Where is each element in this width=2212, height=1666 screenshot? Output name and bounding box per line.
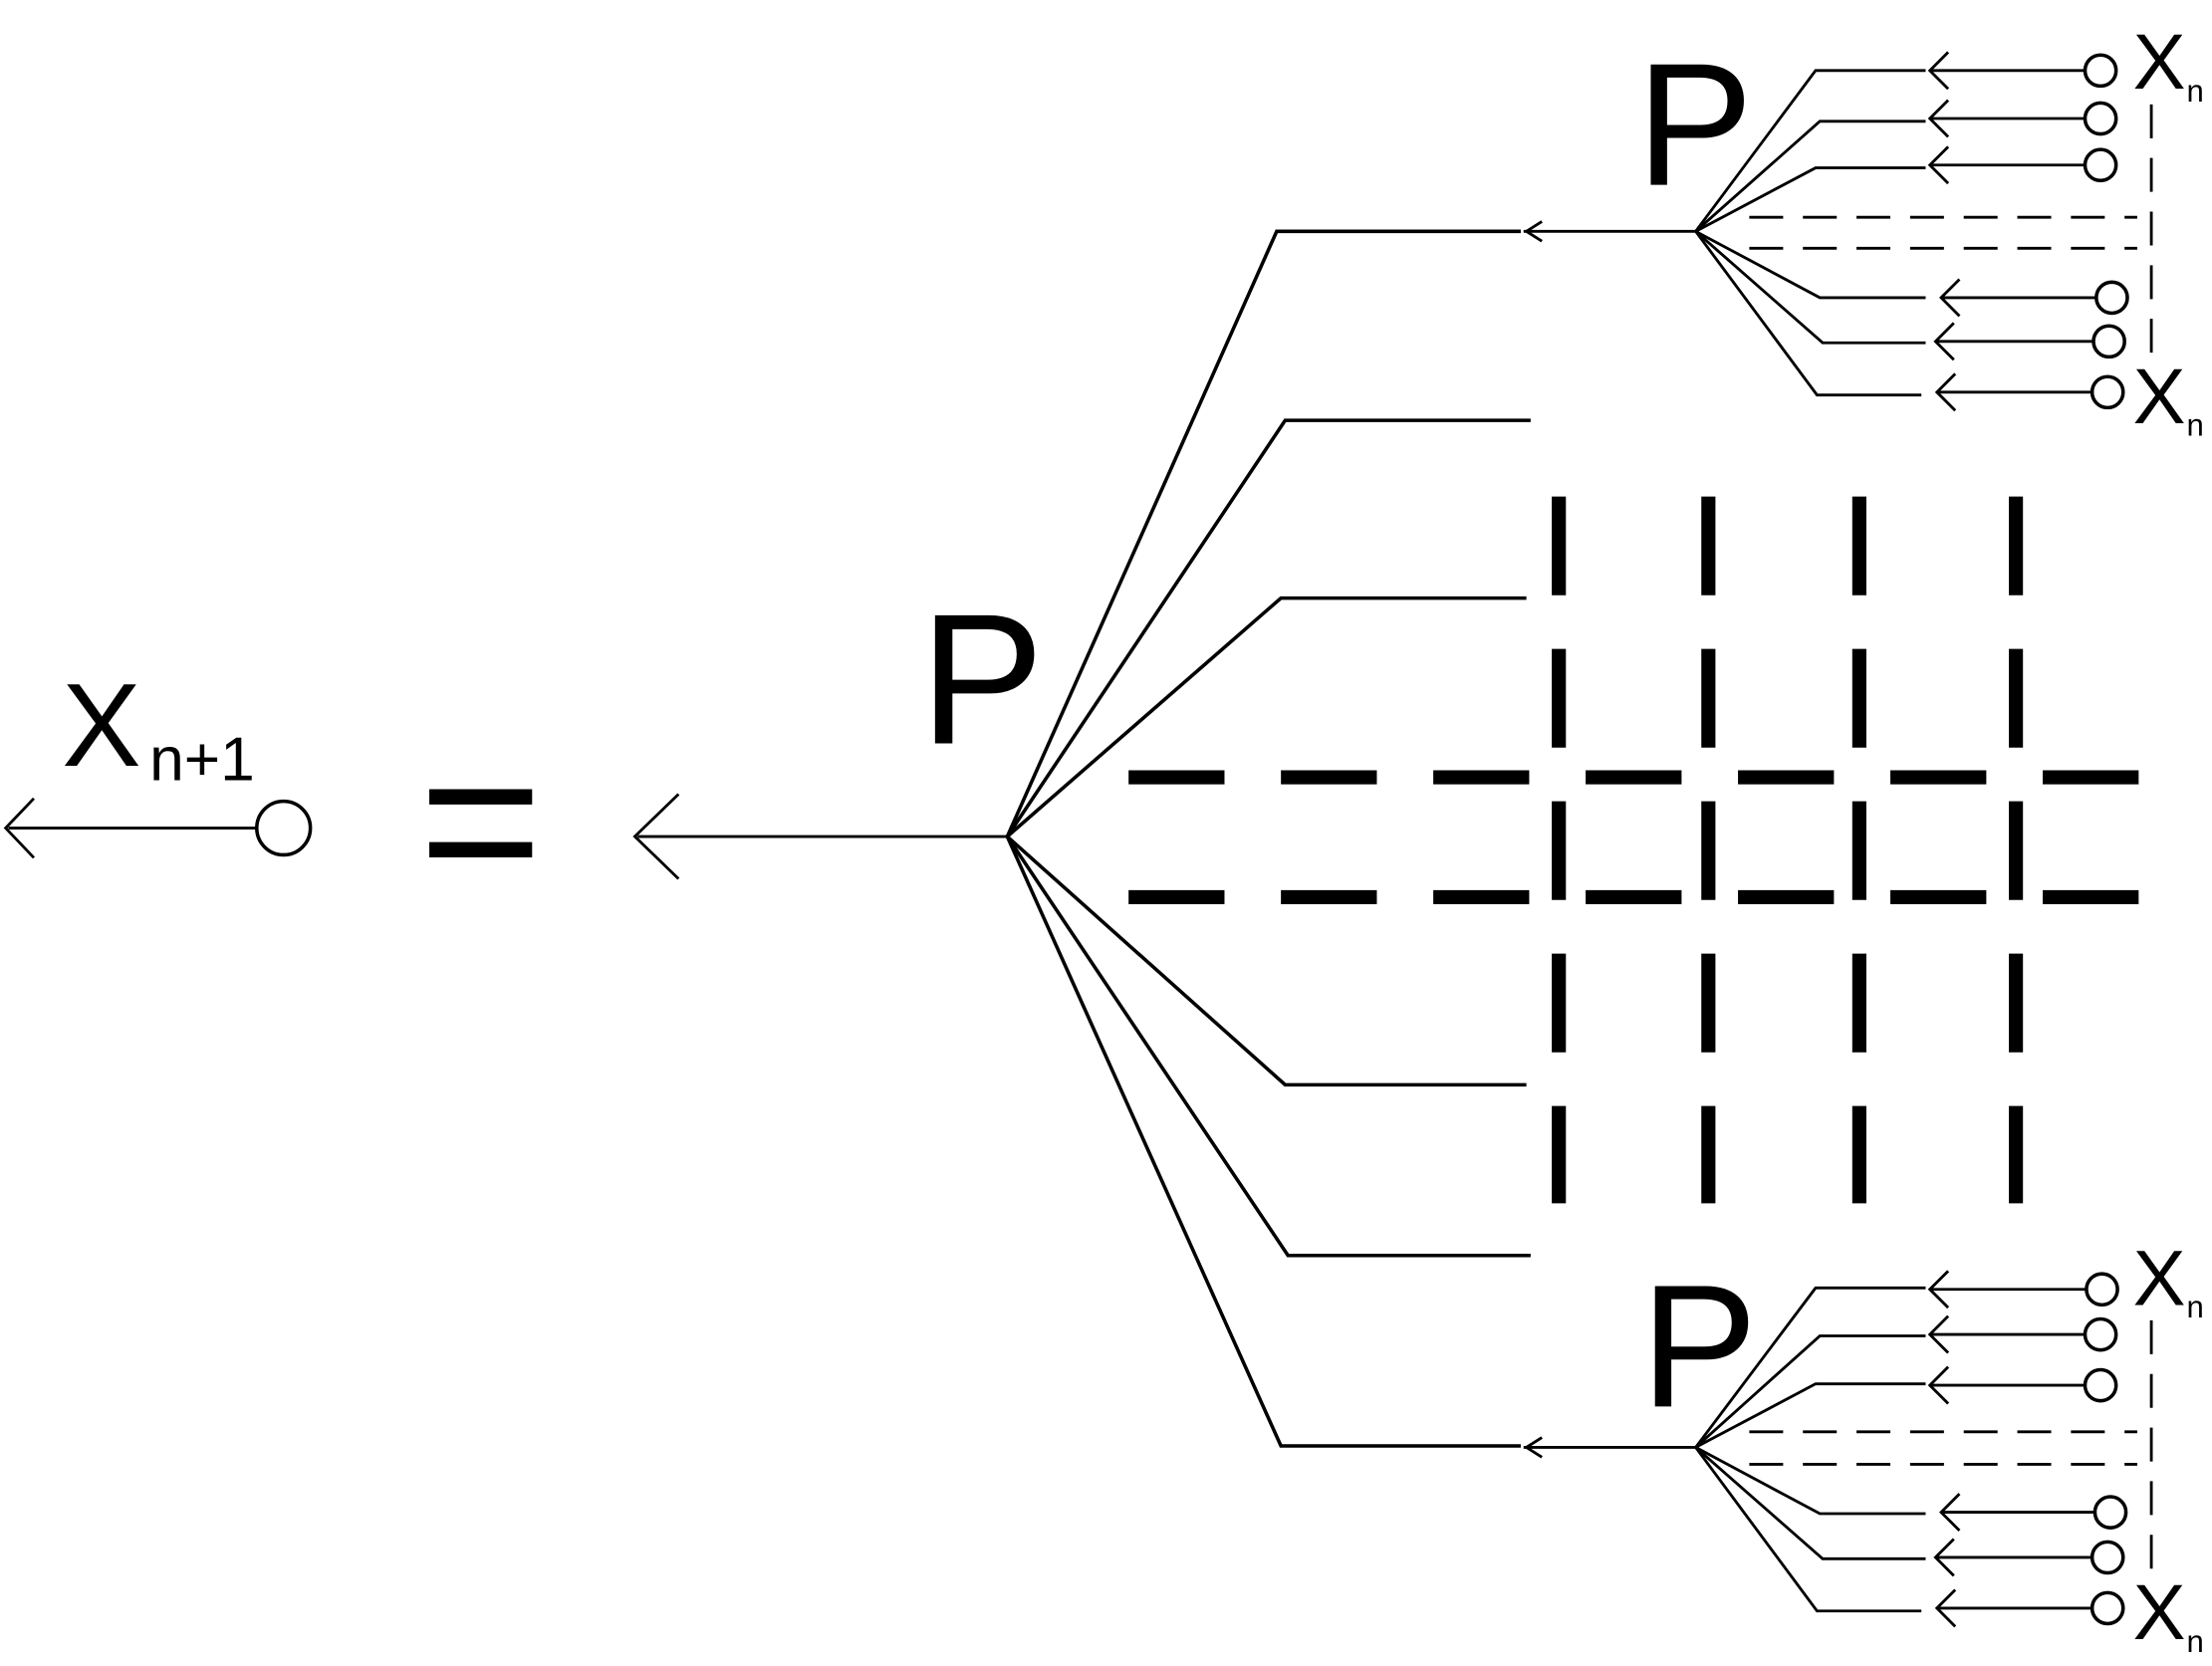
top-input-sub-last: n bbox=[2187, 408, 2204, 443]
bottom-input-circle-4 bbox=[2092, 1495, 2128, 1530]
bottom-node-label: P bbox=[1640, 1249, 1757, 1444]
top-subnode: P X n X n bbox=[1523, 17, 2204, 443]
equals-sign: = bbox=[419, 703, 543, 939]
main-node: P bbox=[632, 229, 1531, 1448]
output-subscript: n+1 bbox=[149, 725, 255, 794]
main-node-label: P bbox=[920, 576, 1045, 784]
bottom-input-sub-last: n bbox=[2187, 1624, 2204, 1659]
bottom-input-label-last: X bbox=[2133, 1567, 2186, 1656]
output-node: X n+1 bbox=[3, 659, 313, 859]
output-arrow-head bbox=[3, 797, 36, 859]
top-input-sub-first: n bbox=[2187, 74, 2204, 109]
top-input-circle-3 bbox=[2083, 147, 2118, 183]
bottom-subnode: P X n X n bbox=[1523, 1233, 2204, 1659]
top-input-circle-6 bbox=[2089, 374, 2125, 410]
top-input-circle-1 bbox=[2083, 53, 2118, 89]
top-input-label-first: X bbox=[2133, 17, 2186, 106]
top-arrow-head bbox=[1523, 220, 1543, 243]
main-branch-2 bbox=[1005, 418, 1531, 838]
main-branch-5 bbox=[1005, 835, 1531, 1258]
bottom-arrow-head bbox=[1523, 1436, 1543, 1459]
bottom-input-circle-6 bbox=[2089, 1590, 2125, 1626]
main-branch-1 bbox=[1005, 229, 1521, 837]
bottom-input-sub-first: n bbox=[2187, 1290, 2204, 1324]
bottom-input-label-first: X bbox=[2133, 1233, 2186, 1321]
dashed-grid bbox=[1128, 496, 2139, 1204]
main-branch-6 bbox=[1005, 835, 1521, 1448]
top-input-label-last: X bbox=[2133, 352, 2186, 440]
output-circle bbox=[255, 799, 313, 857]
top-input-circle-2 bbox=[2083, 101, 2118, 136]
bottom-input-circle-5 bbox=[2089, 1540, 2125, 1575]
main-arrow-head bbox=[632, 793, 680, 880]
main-branch-3 bbox=[1006, 595, 1527, 838]
top-input-circle-4 bbox=[2094, 280, 2129, 316]
main-branch-4 bbox=[1006, 834, 1527, 1087]
bottom-input-circle-2 bbox=[2083, 1316, 2118, 1352]
bottom-input-circle-3 bbox=[2083, 1367, 2118, 1403]
bottom-input-circle-1 bbox=[2085, 1272, 2119, 1308]
output-label: X bbox=[62, 659, 140, 792]
top-node-label: P bbox=[1636, 28, 1753, 223]
top-input-circle-5 bbox=[2091, 324, 2126, 359]
